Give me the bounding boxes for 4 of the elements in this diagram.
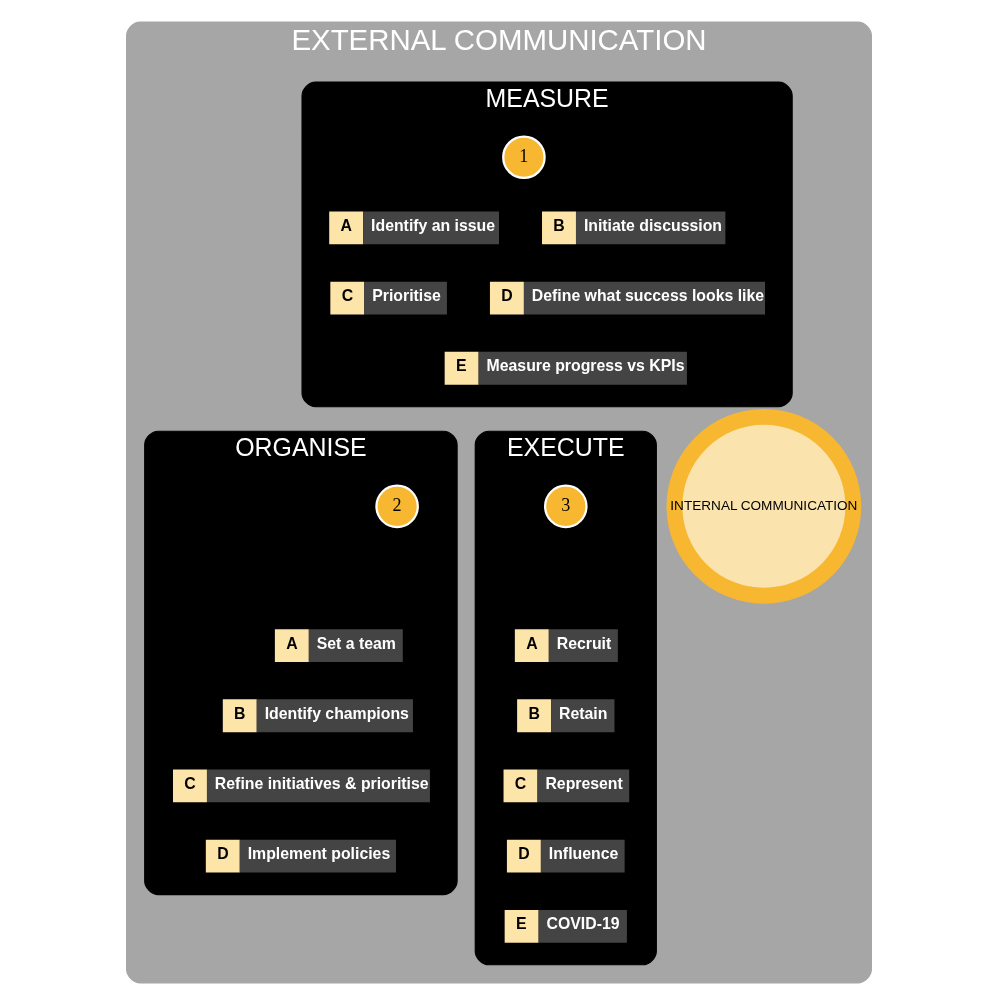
- node-circle: 3: [543, 484, 588, 529]
- node-circle: 2: [374, 484, 419, 529]
- node-circle: 1: [501, 135, 546, 180]
- node-circle: INTERNAL COMMUNICATION: [666, 409, 861, 604]
